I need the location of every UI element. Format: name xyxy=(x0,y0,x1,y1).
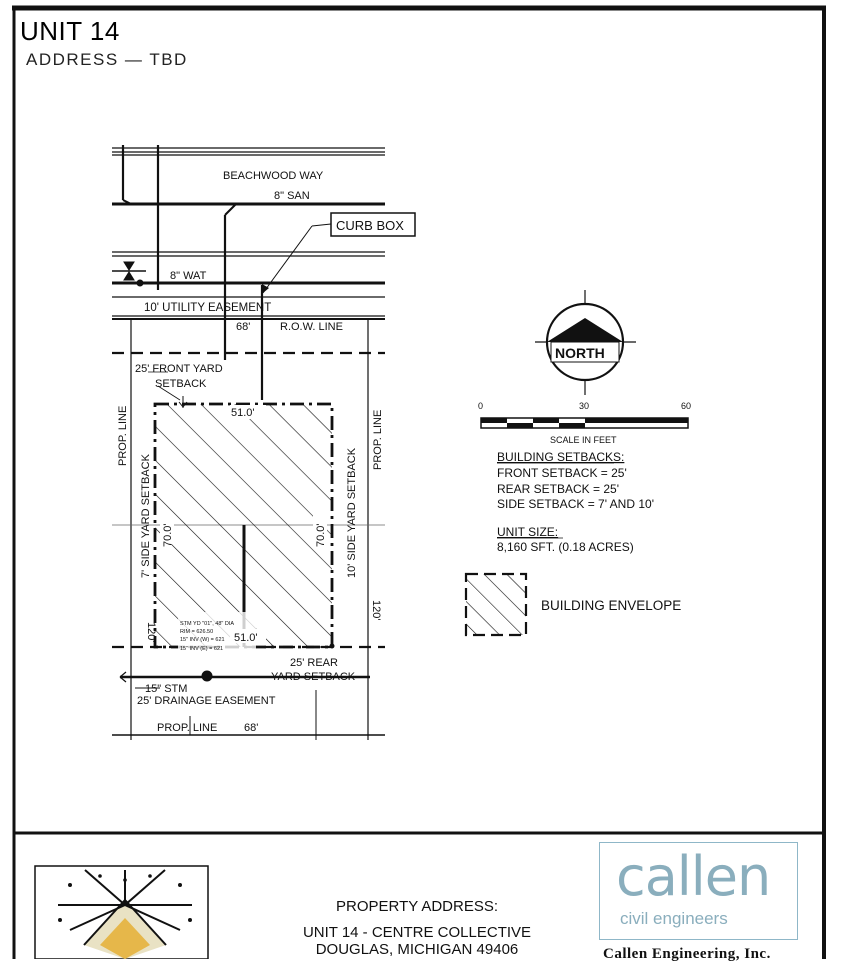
prop-line-right: PROP. LINE xyxy=(372,410,384,470)
page-title: UNIT 14 xyxy=(20,16,120,46)
callen-logo-sub: civil engineers xyxy=(620,909,728,928)
envelope-width-bottom: 51.0' xyxy=(234,632,258,644)
callen-logo-word: callen xyxy=(616,845,771,908)
scale-tick-60: 60 xyxy=(681,401,691,411)
envelope-depth-left: 70.0' xyxy=(162,523,174,547)
street-lines xyxy=(112,145,385,400)
stm-note-2: RIM = 626.50 xyxy=(180,629,213,635)
envelope-width-top: 51.0' xyxy=(231,407,255,419)
scale-bar xyxy=(480,417,689,429)
drainage-easement-label: 25' DRAINAGE EASEMENT xyxy=(137,695,276,707)
scale-tick-0: 0 xyxy=(478,401,483,411)
front-setback-line2: SETBACK xyxy=(155,378,207,390)
wat-line-label: 8" WAT xyxy=(170,270,207,282)
title-block-line1: UNIT 14 - CENTRE COLLECTIVE xyxy=(302,924,532,941)
prop-line-left: PROP. LINE xyxy=(117,406,129,466)
legend-envelope-swatch xyxy=(464,572,528,637)
stm-line-label: 15" STM xyxy=(145,683,187,695)
lot-depth-right: 120' xyxy=(370,600,382,620)
setback-front: FRONT SETBACK = 25' xyxy=(497,466,627,480)
front-dimension: 68' xyxy=(236,321,250,333)
building-envelope xyxy=(148,371,335,654)
north-arrow-icon xyxy=(535,290,636,395)
prop-line-bottom: PROP. LINE xyxy=(157,722,217,734)
north-label: NORTH xyxy=(555,345,605,361)
rear-setback-line1: 25' REAR xyxy=(290,657,338,669)
curb-box-callout xyxy=(262,212,416,294)
title-block-line2: DOUGLAS, MICHIGAN 49406 xyxy=(315,941,519,958)
sunburst-logo-icon xyxy=(34,865,209,959)
address-subtitle: ADDRESS — TBD xyxy=(26,50,188,69)
stm-note-1: STM YD "01", 48" DIA xyxy=(180,621,234,627)
sheet-frame xyxy=(12,5,826,959)
stm-note-3: 15" INV (W) = 621 xyxy=(180,637,225,643)
side-setback-right: 10' SIDE YARD SETBACK xyxy=(346,447,358,578)
setback-side: SIDE SETBACK = 7' AND 10' xyxy=(497,497,654,511)
unit-size-heading: UNIT SIZE: xyxy=(497,525,558,539)
callen-logo: callen civil engineers xyxy=(599,842,798,940)
unit-size-value: 8,160 SFT. (0.18 ACRES) xyxy=(497,540,634,554)
stm-note-4: 15" INV (E) = 621 xyxy=(180,646,223,652)
envelope-depth-right: 70.0' xyxy=(315,523,327,547)
front-setback-line1: 25' FRONT YARD xyxy=(135,363,223,375)
lot-depth-left: 120' xyxy=(145,622,157,642)
rear-setback-line2: YARD SETBACK xyxy=(271,671,356,683)
rear-dimension: 68' xyxy=(244,722,258,734)
row-line-label: R.O.W. LINE xyxy=(280,321,343,333)
company-name: Callen Engineering, Inc. xyxy=(603,946,771,962)
setbacks-heading: BUILDING SETBACKS: xyxy=(497,450,624,464)
utility-easement-label: 10' UTILITY EASEMENT xyxy=(144,302,271,314)
legend-envelope-label: BUILDING ENVELOPE xyxy=(541,598,681,613)
scale-tick-30: 30 xyxy=(579,401,589,411)
san-line-label: 8" SAN xyxy=(274,190,310,202)
setback-rear: REAR SETBACK = 25' xyxy=(497,482,619,496)
curb-box-label: CURB BOX xyxy=(336,218,404,233)
scale-caption: SCALE IN FEET xyxy=(550,435,617,445)
title-block-heading: PROPERTY ADDRESS: xyxy=(336,898,498,915)
street-name: BEACHWOOD WAY xyxy=(223,170,324,182)
side-setback-left: 7' SIDE YARD SETBACK xyxy=(140,453,152,578)
